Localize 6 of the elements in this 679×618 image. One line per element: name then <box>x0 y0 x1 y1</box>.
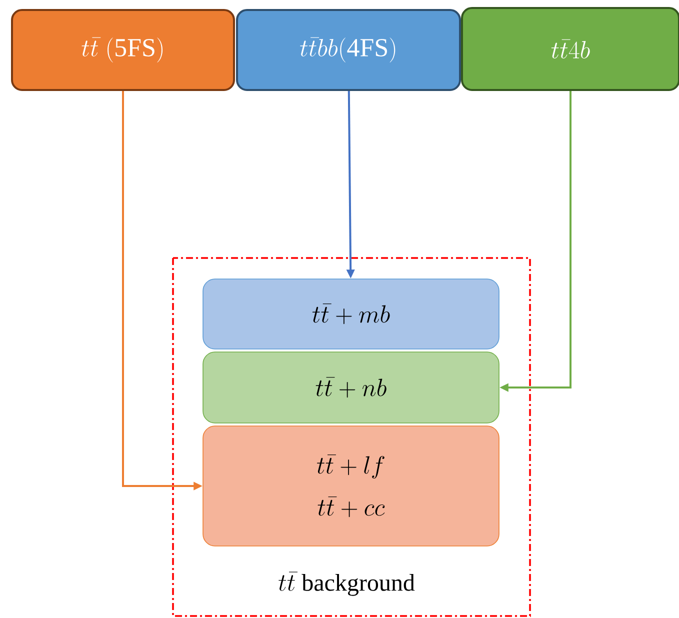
top-box: $t\bar{t}bb(\mathrm{4FS})$ <box>236 9 461 91</box>
category-box: $t\bar{t}+mb$ <box>202 278 500 350</box>
top-box: $t\bar{t}4b$ <box>461 7 679 91</box>
category-box: $t\bar{t}+lf$ $t\bar{t}+cc$ <box>202 426 500 546</box>
category-box: $t\bar{t}+nb$ <box>202 352 500 424</box>
top-box: $t\bar{t}\ (\mathrm{5FS})$ <box>11 9 235 91</box>
